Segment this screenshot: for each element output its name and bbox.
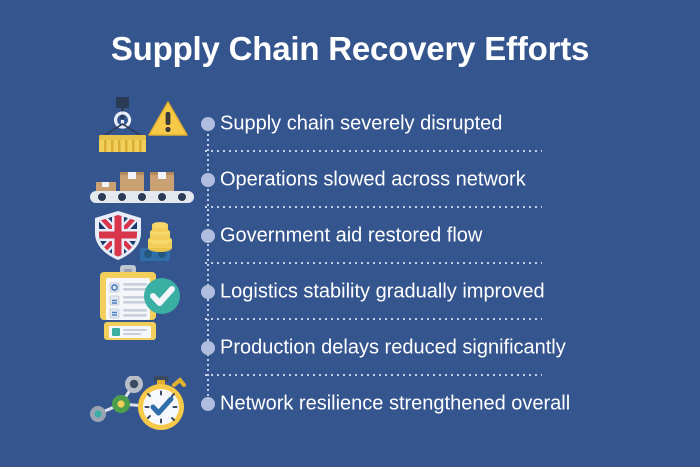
list-item[interactable]: Supply chain severely disrupted xyxy=(0,96,700,152)
bullet-dot xyxy=(201,229,215,243)
bullet-dot xyxy=(201,397,215,411)
list-item-label: Government aid restored flow xyxy=(220,224,483,247)
page-title: Supply Chain Recovery Efforts xyxy=(110,30,590,67)
row-separator xyxy=(205,318,542,320)
conveyor-belt-boxes-icon xyxy=(88,152,198,208)
list-item-label: Network resilience strengthened overall xyxy=(220,392,571,415)
bullet-list: Supply chain severely disrupted xyxy=(0,96,700,432)
list-item-label: Supply chain severely disrupted xyxy=(220,112,503,135)
list-item[interactable]: Logistics stability gradually improved xyxy=(0,264,700,320)
list-item[interactable]: Government aid restored flow xyxy=(0,208,700,264)
list-item-label: Operations slowed across network xyxy=(220,168,526,191)
timeline-rail xyxy=(207,124,209,406)
row-separator xyxy=(205,262,542,264)
row-separator xyxy=(205,374,542,376)
bullet-dot xyxy=(201,117,215,131)
network-nodes-icon xyxy=(88,376,198,432)
list-item[interactable]: Production delays reduced significantly xyxy=(0,320,700,376)
bullet-dot xyxy=(201,285,215,299)
list-item[interactable]: Operations slowed across network xyxy=(0,152,700,208)
crane-container-warning-icon xyxy=(88,96,198,152)
clipboard-checkmark-icon xyxy=(88,264,198,320)
stopwatch-check-icon xyxy=(88,320,198,376)
row-separator xyxy=(205,206,542,208)
list-item-label: Production delays reduced significantly xyxy=(220,336,566,359)
row-separator xyxy=(205,150,542,152)
list-item[interactable]: Network resilience strengthened overall xyxy=(0,376,700,432)
bullet-dot xyxy=(201,341,215,355)
list-item-label: Logistics stability gradually improved xyxy=(220,280,545,303)
bullet-dot xyxy=(201,173,215,187)
uk-shield-coins-icon xyxy=(88,208,198,264)
